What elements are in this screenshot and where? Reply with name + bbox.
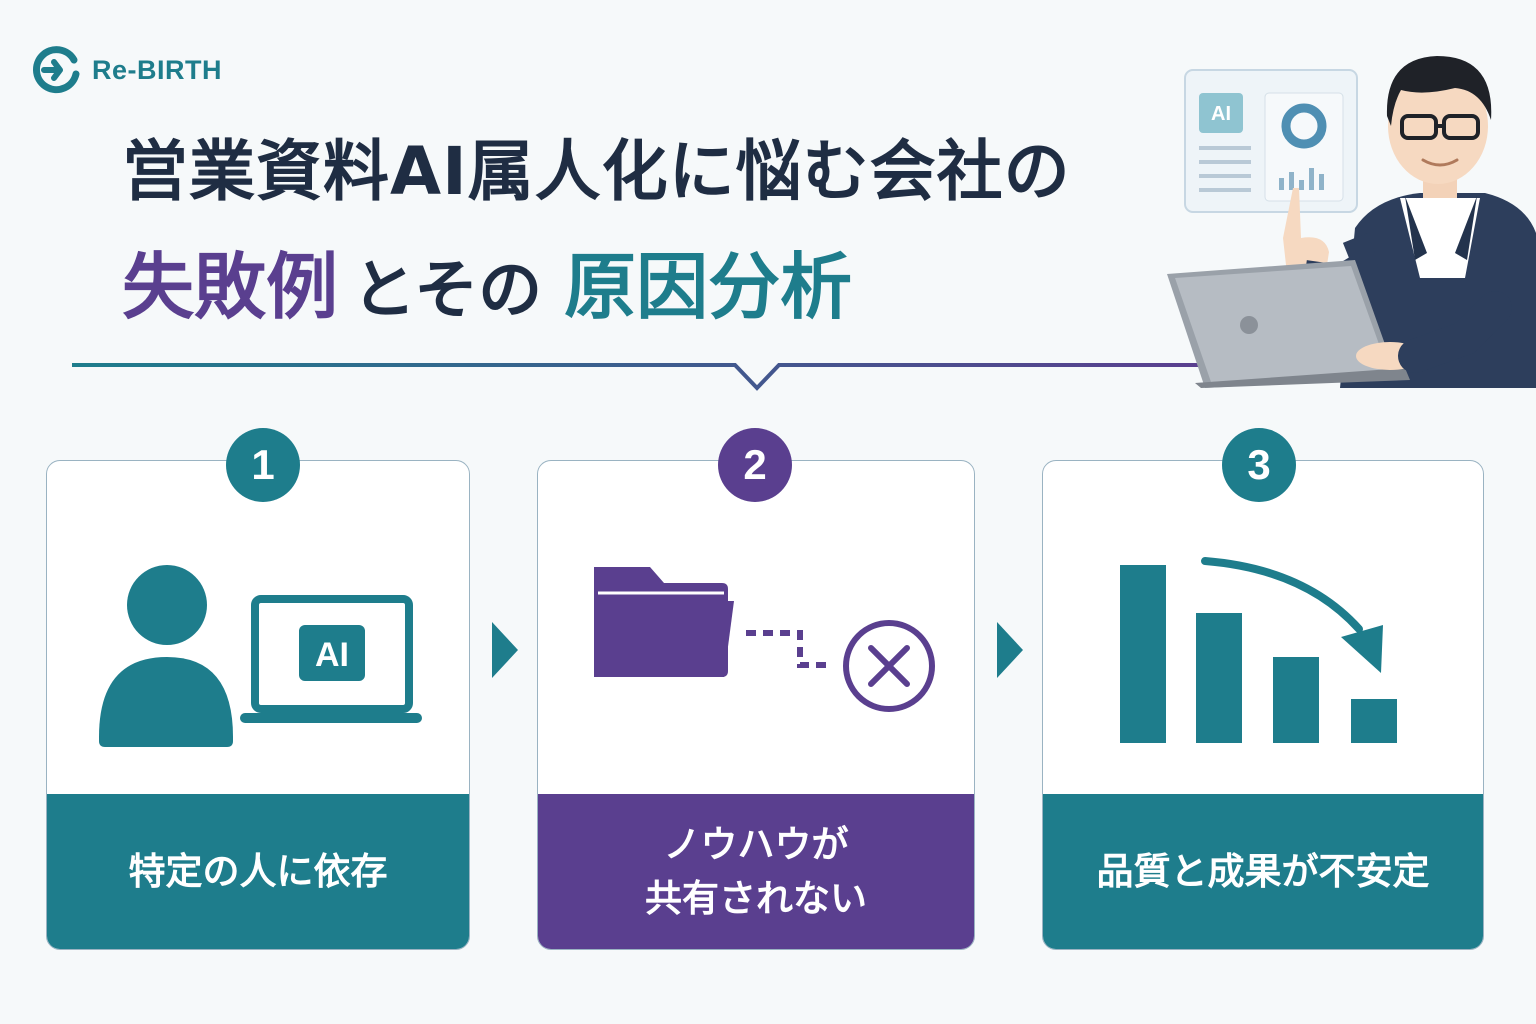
page-title-line1: 営業資料AI属人化に悩む会社の xyxy=(122,133,1071,210)
step-card-1: AI 特定の人に依存 xyxy=(46,460,470,950)
svg-text:AI: AI xyxy=(1211,103,1231,125)
chevron-right-icon xyxy=(997,622,1023,678)
step-label-2: ノウハウが 共有されない xyxy=(538,794,974,949)
chevron-right-icon xyxy=(492,622,518,678)
brand: Re-BIRTH xyxy=(30,44,222,96)
title-divider xyxy=(72,363,1200,391)
businessman-illustration: AI xyxy=(1167,56,1536,388)
step-number-3: 3 xyxy=(1222,428,1296,502)
title-highlight-cause: 原因分析 xyxy=(564,245,853,329)
person-using-ai-laptop-icon: AI xyxy=(99,565,422,747)
step-card-2: ノウハウが 共有されない xyxy=(537,460,975,950)
declining-bar-chart-icon xyxy=(1120,557,1397,743)
step-number-2: 2 xyxy=(718,428,792,502)
step-label-1: 特定の人に依存 xyxy=(47,794,469,949)
folder-not-shared-icon xyxy=(594,567,935,712)
svg-text:AI: AI xyxy=(315,636,349,674)
ai-dashboard-panel-icon: AI xyxy=(1184,69,1358,213)
brand-name: Re-BIRTH xyxy=(92,54,222,85)
step-number-1: 1 xyxy=(226,428,300,502)
step-card-3: 品質と成果が不安定 xyxy=(1042,460,1484,950)
page-title-line2: 失敗例とその原因分析 xyxy=(122,228,852,333)
step-label-3: 品質と成果が不安定 xyxy=(1043,794,1483,949)
title-highlight-failure: 失敗例 xyxy=(122,245,339,329)
rebirth-logo-icon xyxy=(33,46,80,94)
title-connector: とその xyxy=(352,254,543,328)
